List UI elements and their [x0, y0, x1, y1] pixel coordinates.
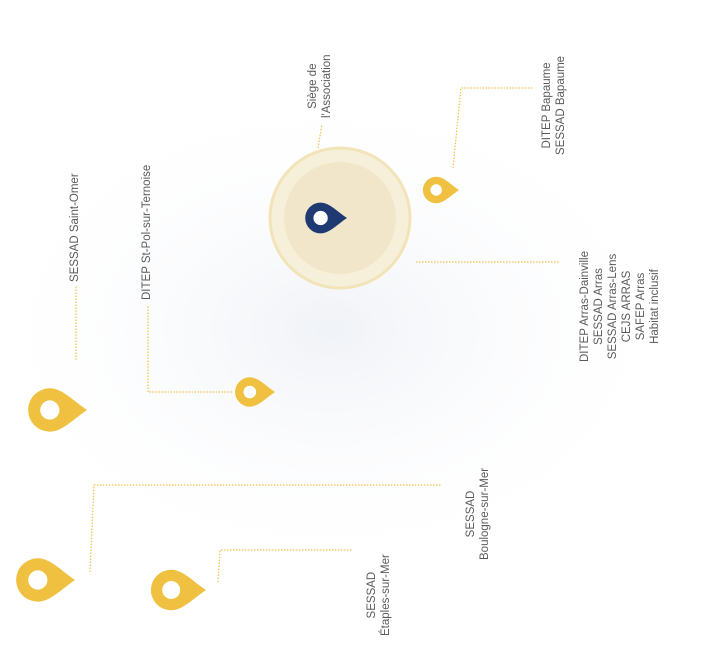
- label-saintomer-line-1: SESSAD Saint-Omer: [69, 173, 81, 282]
- connector-siege: [317, 123, 323, 149]
- bapaume-pin-icon[interactable]: [422, 176, 460, 204]
- connector-stpol: [147, 305, 232, 393]
- label-bapaume-line-2: SESSAD Bapaume: [555, 55, 567, 155]
- markers: [16, 176, 460, 611]
- label-boulogne-line-1: SESSAD: [465, 490, 477, 538]
- label-arras-line-6: Habitat inclusif: [649, 269, 661, 344]
- stpol-pin-icon[interactable]: [235, 377, 275, 407]
- saintomer-pin-icon[interactable]: [28, 388, 87, 432]
- label-stpol: DITEP St-Pol-sur-Ternoise: [140, 165, 154, 300]
- connector-bapaume: [452, 87, 534, 169]
- etaples-pin-icon[interactable]: [150, 569, 207, 611]
- label-arras: DITEP Arras-Dainville SESSAD Arras SESSA…: [578, 251, 662, 362]
- label-boulogne-line-2: Boulogne-sur-Mer: [479, 467, 491, 560]
- label-siege-line-1: Siège de: [307, 63, 319, 109]
- label-arras-line-3: SESSAD Arras-Lens: [607, 253, 619, 360]
- label-siege-line-2: l'Association: [321, 54, 333, 118]
- label-saintomer: SESSAD Saint-Omer: [68, 173, 82, 282]
- label-siege: Siège de l'Association: [306, 54, 334, 118]
- label-arras-line-4: CEJS ARRAS: [621, 270, 633, 343]
- headquarters-pin-icon[interactable]: [305, 202, 348, 234]
- label-arras-line-1: DITEP Arras-Dainville: [579, 251, 591, 362]
- boulogne-pin-icon[interactable]: [16, 558, 75, 602]
- label-etaples-line-2: Étaples-sur-Mer: [380, 554, 392, 636]
- label-etaples-line-1: SESSAD: [366, 571, 378, 619]
- label-arras-line-2: SESSAD Arras: [593, 268, 605, 345]
- connector-etaples: [217, 549, 352, 583]
- label-arras-line-5: SAFEP Arras: [635, 272, 647, 341]
- connector-lines: [75, 87, 560, 583]
- label-bapaume: DITEP Bapaume SESSAD Bapaume: [540, 56, 568, 155]
- label-etaples: SESSAD Étaples-sur-Mer: [365, 554, 393, 636]
- label-stpol-line-1: DITEP St-Pol-sur-Ternoise: [141, 164, 153, 300]
- connector-boulogne: [89, 484, 442, 573]
- territory-shape: [0, 80, 690, 580]
- label-bapaume-line-1: DITEP Bapaume: [541, 62, 553, 149]
- label-boulogne: SESSAD Boulogne-sur-Mer: [464, 468, 492, 560]
